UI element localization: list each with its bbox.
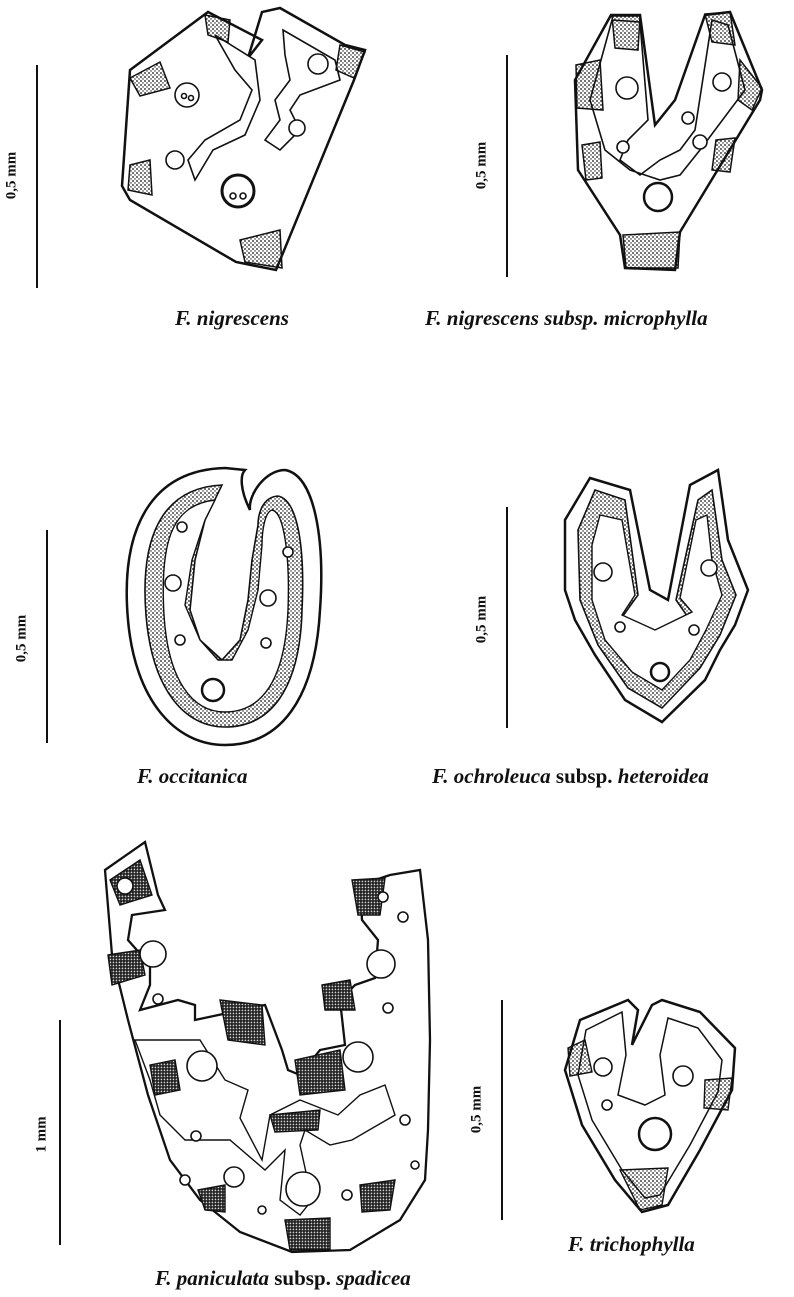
section-spadicea xyxy=(105,842,430,1252)
section-nigrescens xyxy=(122,8,365,270)
caption-spadicea: F. paniculata subsp. spadicea xyxy=(155,1266,411,1291)
caption-heteroidea-rank: subsp. xyxy=(551,764,618,788)
caption-nigrescens: F. nigrescens xyxy=(175,306,289,331)
scale-label-3: 0,5 mm xyxy=(13,615,30,663)
caption-spadicea-rank: subsp. xyxy=(269,1266,336,1290)
scale-label-2: 0,5 mm xyxy=(473,142,490,190)
caption-nigrescens-text: F. nigrescens xyxy=(175,306,289,330)
caption-trichophylla: F. trichophylla xyxy=(568,1232,695,1257)
scale-label-1: 0,5 mm xyxy=(3,152,20,200)
caption-heteroidea-genus: F. ochroleuca xyxy=(432,764,551,788)
scale-label-4: 0,5 mm xyxy=(473,596,490,644)
caption-microphylla: F. nigrescens subsp. microphylla xyxy=(425,306,708,331)
caption-spadicea-genus: F. paniculata xyxy=(155,1266,269,1290)
scale-label-6: 0,5 mm xyxy=(468,1086,485,1134)
caption-trichophylla-text: F. trichophylla xyxy=(568,1232,695,1256)
section-heteroidea xyxy=(565,470,748,722)
caption-microphylla-text: F. nigrescens subsp. microphylla xyxy=(425,306,708,330)
section-trichophylla xyxy=(565,1000,735,1212)
section-microphylla xyxy=(575,12,762,270)
caption-occitanica: F. occitanica xyxy=(137,764,247,789)
caption-heteroidea-epithet: heteroidea xyxy=(618,764,709,788)
section-occitanica xyxy=(127,468,321,745)
caption-spadicea-epithet: spadicea xyxy=(336,1266,411,1290)
caption-heteroidea: F. ochroleuca subsp. heteroidea xyxy=(432,764,709,789)
caption-occitanica-text: F. occitanica xyxy=(137,764,247,788)
scale-label-5: 1 mm xyxy=(34,1116,51,1152)
